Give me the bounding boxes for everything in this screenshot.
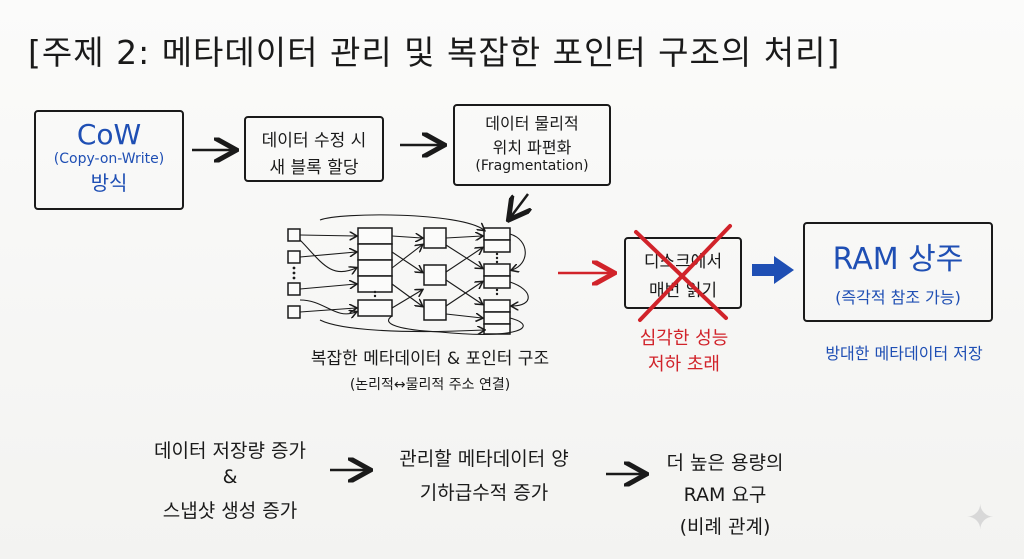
structure-sublabel: (논리적↔물리적 주소 연결): [349, 377, 511, 393]
more-ram-line3: (비례 관계): [679, 516, 771, 538]
growth-amp: &: [222, 466, 238, 488]
pointer-structure-sketch: [287, 227, 511, 335]
cross-mark: [634, 224, 732, 322]
alloc-line2: 새 블록 할당: [269, 158, 359, 178]
ellipsis-dots: [292, 252, 499, 298]
frag-line2: 위치 파편화: [492, 138, 572, 157]
degrade-line1: 심각한 성능: [639, 328, 729, 349]
more-ram-line1: 더 높은 용량의: [666, 452, 784, 474]
exp-line1: 관리할 메타데이터 양: [399, 448, 569, 470]
disk-line2: 매번 읽기: [649, 281, 717, 301]
page-title: [주제 2: 메타데이터 관리 및 복잡한 포인터 구조의 처리]: [28, 33, 841, 72]
degrade-line2: 저하 초래: [648, 354, 720, 375]
fragmentation-box: 데이터 물리적 위치 파편화 (Fragmentation): [453, 104, 611, 186]
arrow-disk-to-ram: [752, 256, 794, 284]
cow-method: 방식: [90, 171, 128, 195]
pointer-lines: [299, 214, 529, 335]
frag-line3: (Fragmentation): [475, 158, 589, 174]
exp-line2: 기하급수적 증가: [419, 482, 549, 504]
cow-subtitle: (Copy-on-Write): [53, 151, 165, 167]
cow-box: CoW (Copy-on-Write) 방식: [34, 110, 184, 210]
ram-subtitle: (즉각적 참조 가능): [835, 288, 961, 307]
ram-title: RAM 상주: [832, 242, 964, 277]
massive-metadata-label: 방대한 메타데이터 저장: [825, 344, 983, 363]
alloc-line1: 데이터 수정 시: [261, 131, 367, 151]
more-ram-line2: RAM 요구: [683, 484, 767, 506]
alloc-box: 데이터 수정 시 새 블록 할당: [244, 116, 384, 182]
structure-label: 복잡한 메타데이터 & 포인터 구조: [310, 349, 550, 369]
ram-box: RAM 상주 (즉각적 참조 가능): [803, 222, 993, 322]
cow-title: CoW: [76, 118, 142, 151]
growth-line1: 데이터 저장량 증가: [154, 440, 306, 462]
sparkle-icon: ✦: [966, 498, 995, 538]
growth-line2: 스냅샷 생성 증가: [162, 500, 298, 522]
arrow-frag-to-structure: [510, 193, 528, 218]
frag-line1: 데이터 물리적: [485, 114, 579, 133]
disk-read-box: 디스크에서 매번 읽기: [624, 237, 742, 309]
